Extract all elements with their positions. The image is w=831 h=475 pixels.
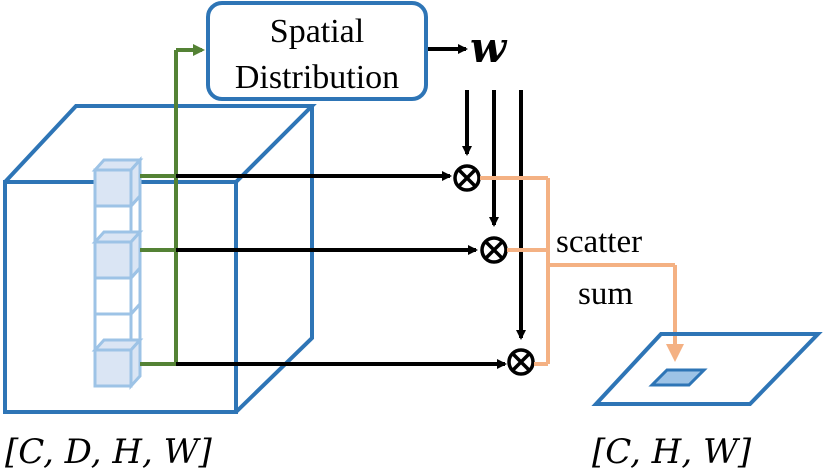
multiply-nodes: [453, 164, 535, 376]
output-cell: [648, 368, 708, 387]
scatter-label: scatter: [556, 224, 642, 260]
scatter-sum-arrowhead: [666, 344, 684, 362]
voxel-cube: [91, 156, 144, 210]
weight-lines: [462, 90, 526, 340]
input-dims-label: [C, D, H, W]: [5, 432, 213, 472]
output-dims-label: [C, H, W]: [592, 432, 752, 472]
volume-top-edges: [3, 104, 317, 184]
voxel-cube: [91, 228, 144, 282]
scatter-sum-path: [480, 176, 677, 366]
voxel-cube: [91, 336, 144, 390]
voxel-column: [91, 156, 144, 390]
weight-symbol: w: [470, 23, 508, 72]
spatial-box-line1: Spatial: [270, 13, 364, 50]
multiply-node: [507, 348, 535, 376]
input-volume: [3, 104, 317, 414]
spatial-box-line2: Distribution: [235, 59, 399, 96]
spatial-distribution-box: Spatial Distribution: [206, 1, 428, 101]
feature-arrows: [176, 171, 507, 369]
sum-label: sum: [578, 276, 633, 312]
volume-right-edges: [234, 106, 314, 414]
multiply-node: [480, 236, 508, 264]
green-feature-path: [140, 44, 205, 366]
multiply-node: [453, 164, 481, 192]
output-plane: [591, 332, 823, 406]
